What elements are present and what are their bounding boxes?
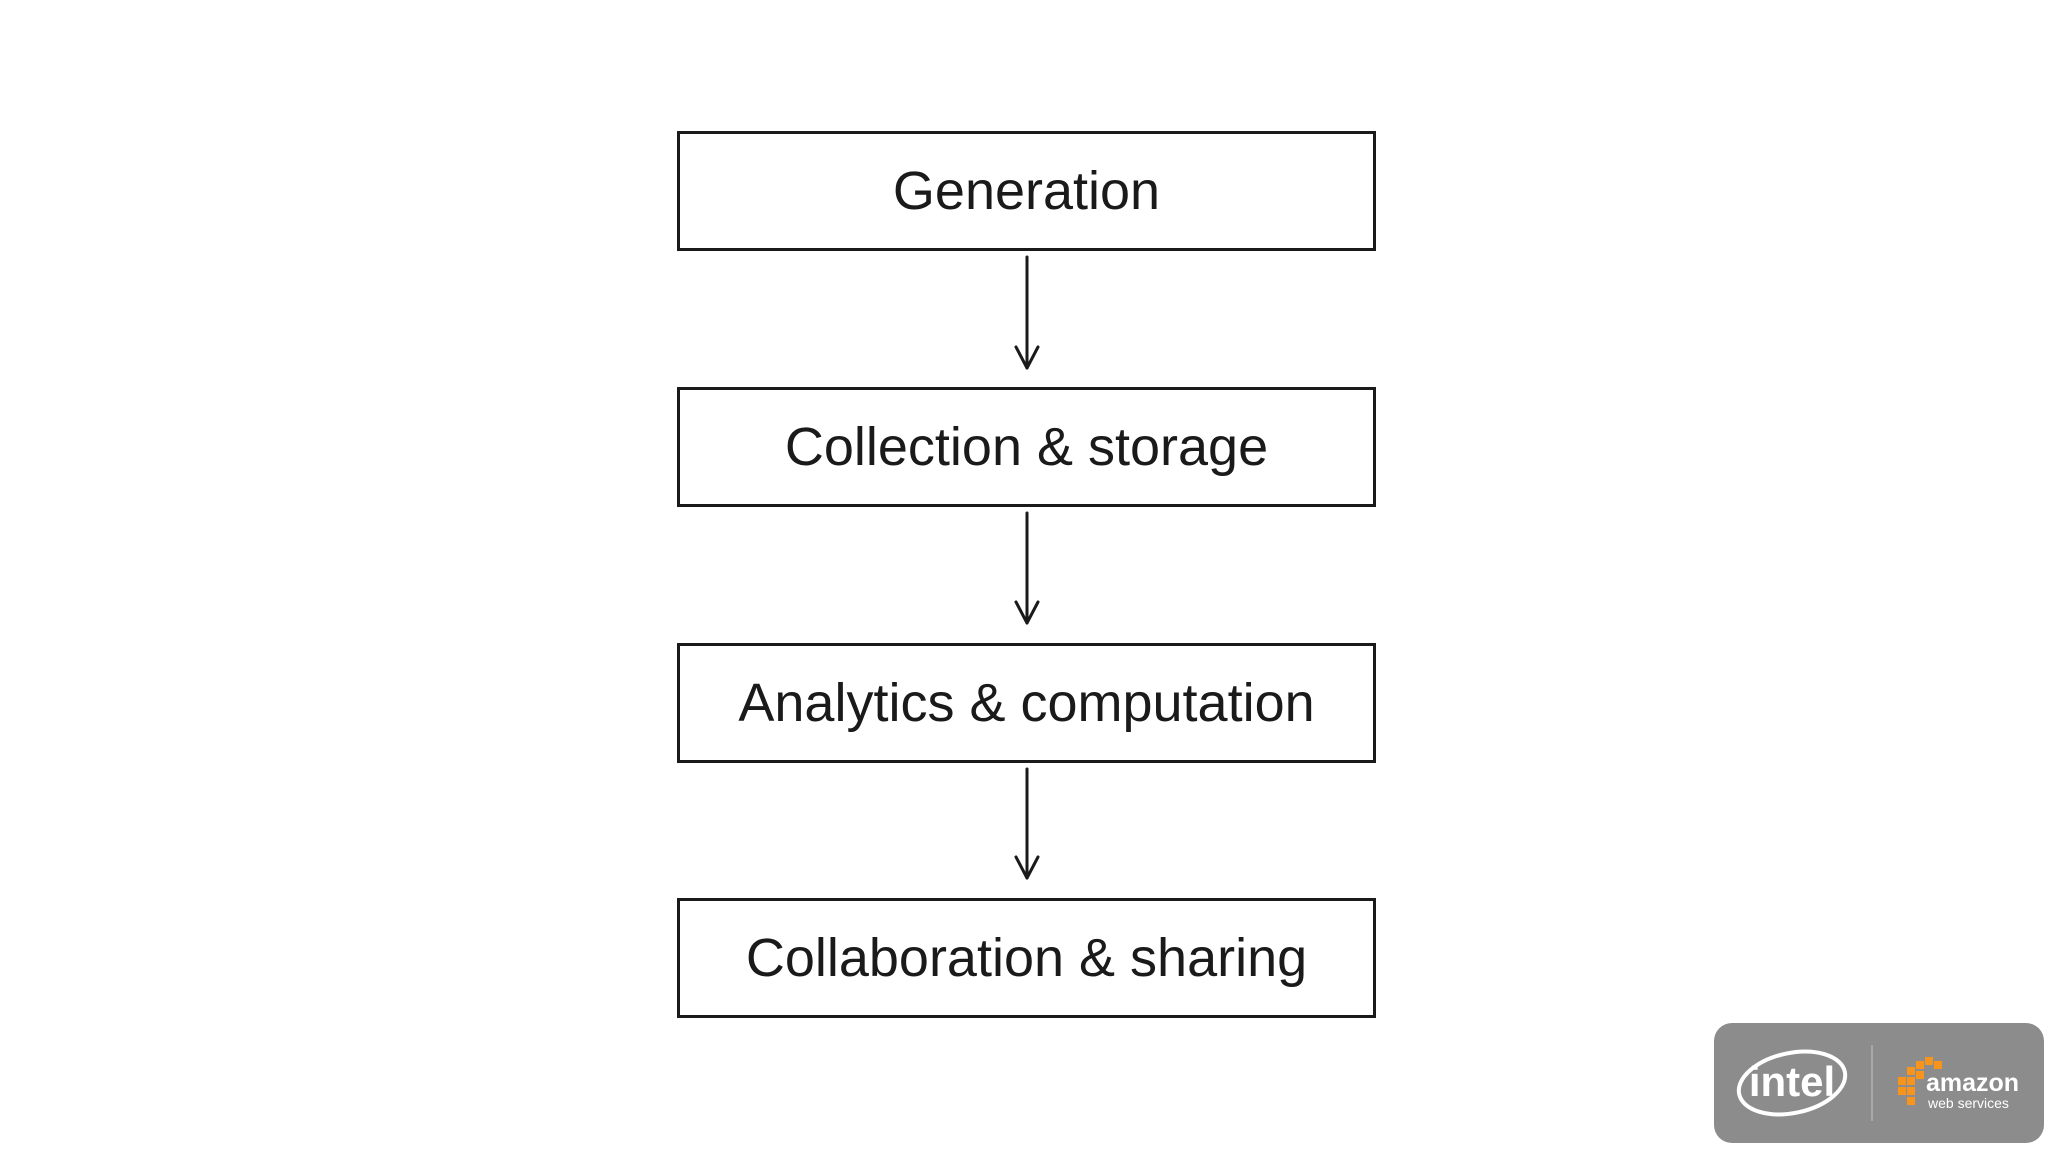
step-box-generation: Generation <box>677 131 1376 251</box>
step-label: Collection & storage <box>784 417 1269 477</box>
intel-logo-icon: intel <box>1736 1049 1848 1117</box>
step-box-collection-storage: Collection & storage <box>677 387 1376 507</box>
step-label: Collaboration & sharing <box>745 928 1308 988</box>
step-label: Analytics & computation <box>738 673 1315 733</box>
aws-logo-icon: amazon web services <box>1898 1057 2019 1111</box>
svg-text:intel: intel <box>1749 1058 1835 1105</box>
arrow-down-icon <box>1014 255 1040 370</box>
arrow-down-icon <box>1014 767 1040 880</box>
svg-text:web services: web services <box>1927 1095 2009 1111</box>
step-label: Generation <box>892 161 1161 221</box>
step-box-analytics-computation: Analytics & computation <box>677 643 1376 763</box>
sponsor-logo-badge: intel amazon web services <box>1714 1023 2044 1143</box>
arrow-down-icon <box>1014 511 1040 625</box>
step-box-collaboration-sharing: Collaboration & sharing <box>677 898 1376 1018</box>
svg-text:amazon: amazon <box>1926 1069 2019 1097</box>
